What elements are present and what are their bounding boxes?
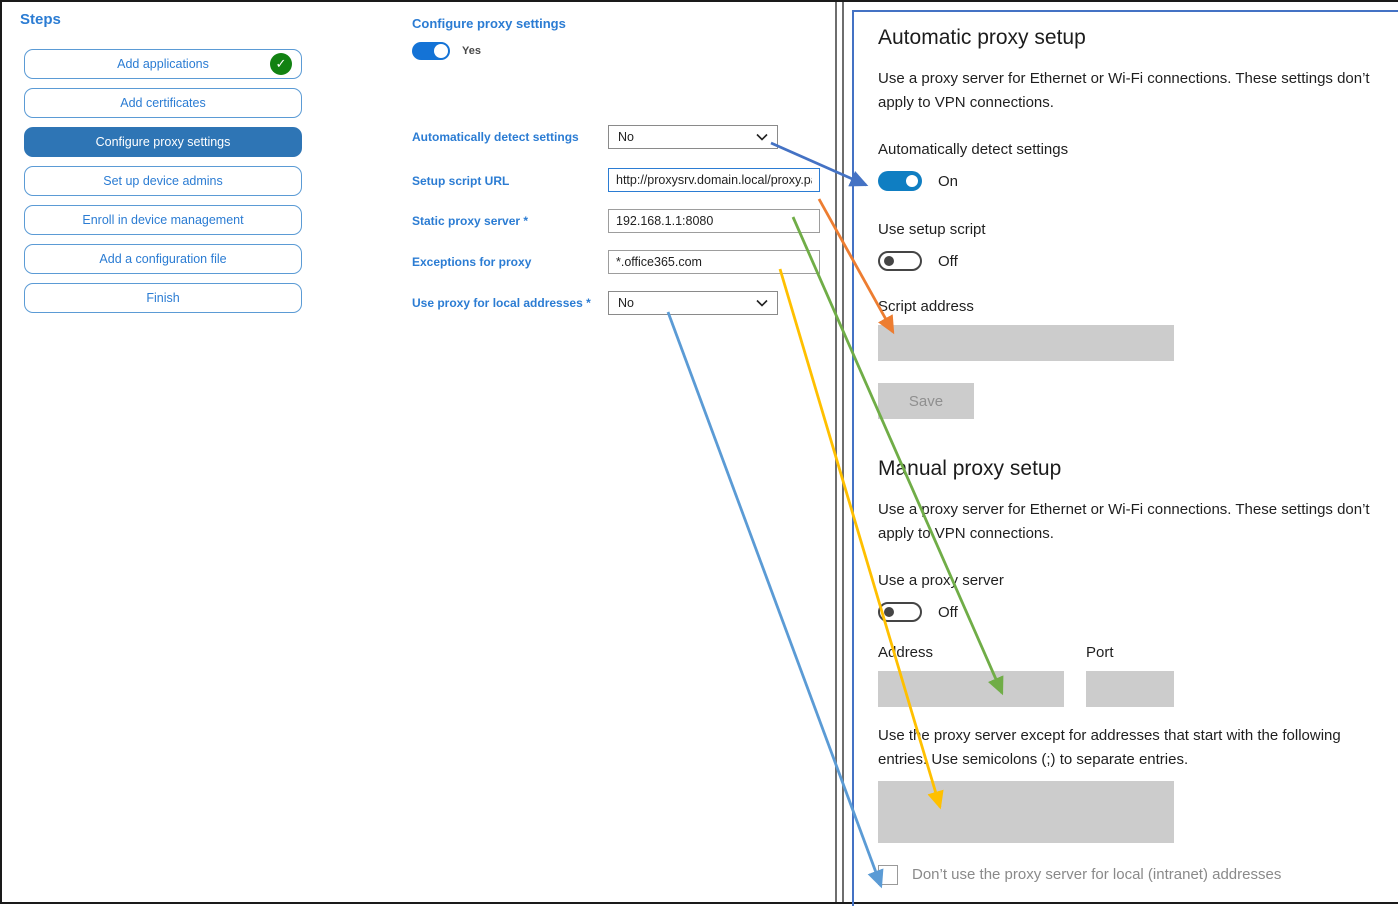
manual-proxy-description: Use a proxy server for Ethernet or Wi-Fi…: [878, 501, 1370, 542]
step-label: Add applications: [117, 57, 209, 71]
manual-proxy-heading: Manual proxy setup: [878, 457, 1062, 480]
port-label: Port: [1086, 644, 1114, 661]
automatic-proxy-description: Use a proxy server for Ethernet or Wi-Fi…: [878, 70, 1370, 111]
proxy-exceptions-text: Use the proxy server except for addresse…: [878, 727, 1341, 768]
address-input[interactable]: [878, 671, 1064, 707]
step-add-configuration-file[interactable]: Add a configuration file: [24, 244, 302, 274]
step-add-certificates[interactable]: Add certificates: [24, 88, 302, 118]
detect-settings-label: Automatically detect settings: [878, 141, 1069, 158]
setup-script-url-input[interactable]: [608, 168, 820, 192]
script-address-input[interactable]: [878, 325, 1174, 361]
step-label: Enroll in device management: [82, 213, 244, 227]
select-value: No: [618, 130, 634, 144]
step-add-applications[interactable]: Add applications ✓: [24, 49, 302, 79]
step-configure-proxy-settings[interactable]: Configure proxy settings: [24, 127, 302, 157]
exceptions-for-proxy-input[interactable]: [608, 250, 820, 274]
step-label: Set up device admins: [103, 174, 223, 188]
panel-divider: [835, 2, 837, 902]
use-proxy-server-toggle[interactable]: [878, 602, 922, 622]
local-addresses-checkbox-label: Don’t use the proxy server for local (in…: [912, 866, 1282, 883]
step-label: Add certificates: [120, 96, 206, 110]
step-label: Add a configuration file: [99, 252, 227, 266]
form-title: Configure proxy settings: [412, 16, 566, 31]
use-setup-script-state: Off: [938, 252, 958, 270]
field-label-setup-script-url: Setup script URL: [412, 174, 510, 188]
chevron-down-icon: [756, 299, 768, 307]
chevron-down-icon: [756, 133, 768, 141]
steps-title: Steps: [20, 11, 61, 28]
address-label: Address: [878, 644, 934, 661]
step-enroll-in-device-management[interactable]: Enroll in device management: [24, 205, 302, 235]
step-finish[interactable]: Finish: [24, 283, 302, 313]
static-proxy-server-input[interactable]: [608, 209, 820, 233]
configure-proxy-toggle-label: Yes: [462, 45, 481, 57]
save-button[interactable]: Save: [878, 383, 974, 419]
use-setup-script-label: Use setup script: [878, 221, 986, 238]
local-addresses-arrow: [666, 311, 884, 889]
field-label-automatically-detect: Automatically detect settings: [412, 130, 579, 144]
step-label: Finish: [146, 291, 180, 305]
field-label-exceptions-for-proxy: Exceptions for proxy: [412, 255, 532, 269]
select-value: No: [618, 296, 634, 310]
panel-divider: [842, 2, 844, 902]
port-input[interactable]: [1086, 671, 1174, 707]
script-address-label: Script address: [878, 298, 974, 315]
check-icon: ✓: [270, 53, 292, 75]
field-label-static-proxy-server: Static proxy server *: [412, 214, 529, 228]
use-setup-script-toggle[interactable]: [878, 251, 922, 271]
step-set-up-device-admins[interactable]: Set up device admins: [24, 166, 302, 196]
proxy-exceptions-textarea[interactable]: [878, 781, 1174, 843]
field-label-use-proxy-local: Use proxy for local addresses *: [412, 296, 591, 310]
use-proxy-local-select[interactable]: No: [608, 291, 778, 315]
windows-proxy-settings-panel: Automatic proxy setup Use a proxy server…: [852, 10, 1398, 906]
automatic-proxy-heading: Automatic proxy setup: [878, 26, 1086, 49]
configure-proxy-toggle[interactable]: [412, 42, 450, 60]
local-addresses-checkbox[interactable]: [878, 865, 898, 885]
step-label: Configure proxy settings: [95, 135, 231, 149]
use-proxy-server-label: Use a proxy server: [878, 572, 1004, 589]
detect-settings-state: On: [938, 172, 959, 190]
use-proxy-server-state: Off: [938, 603, 958, 621]
detect-settings-toggle[interactable]: [878, 171, 922, 191]
automatically-detect-select[interactable]: No: [608, 125, 778, 149]
